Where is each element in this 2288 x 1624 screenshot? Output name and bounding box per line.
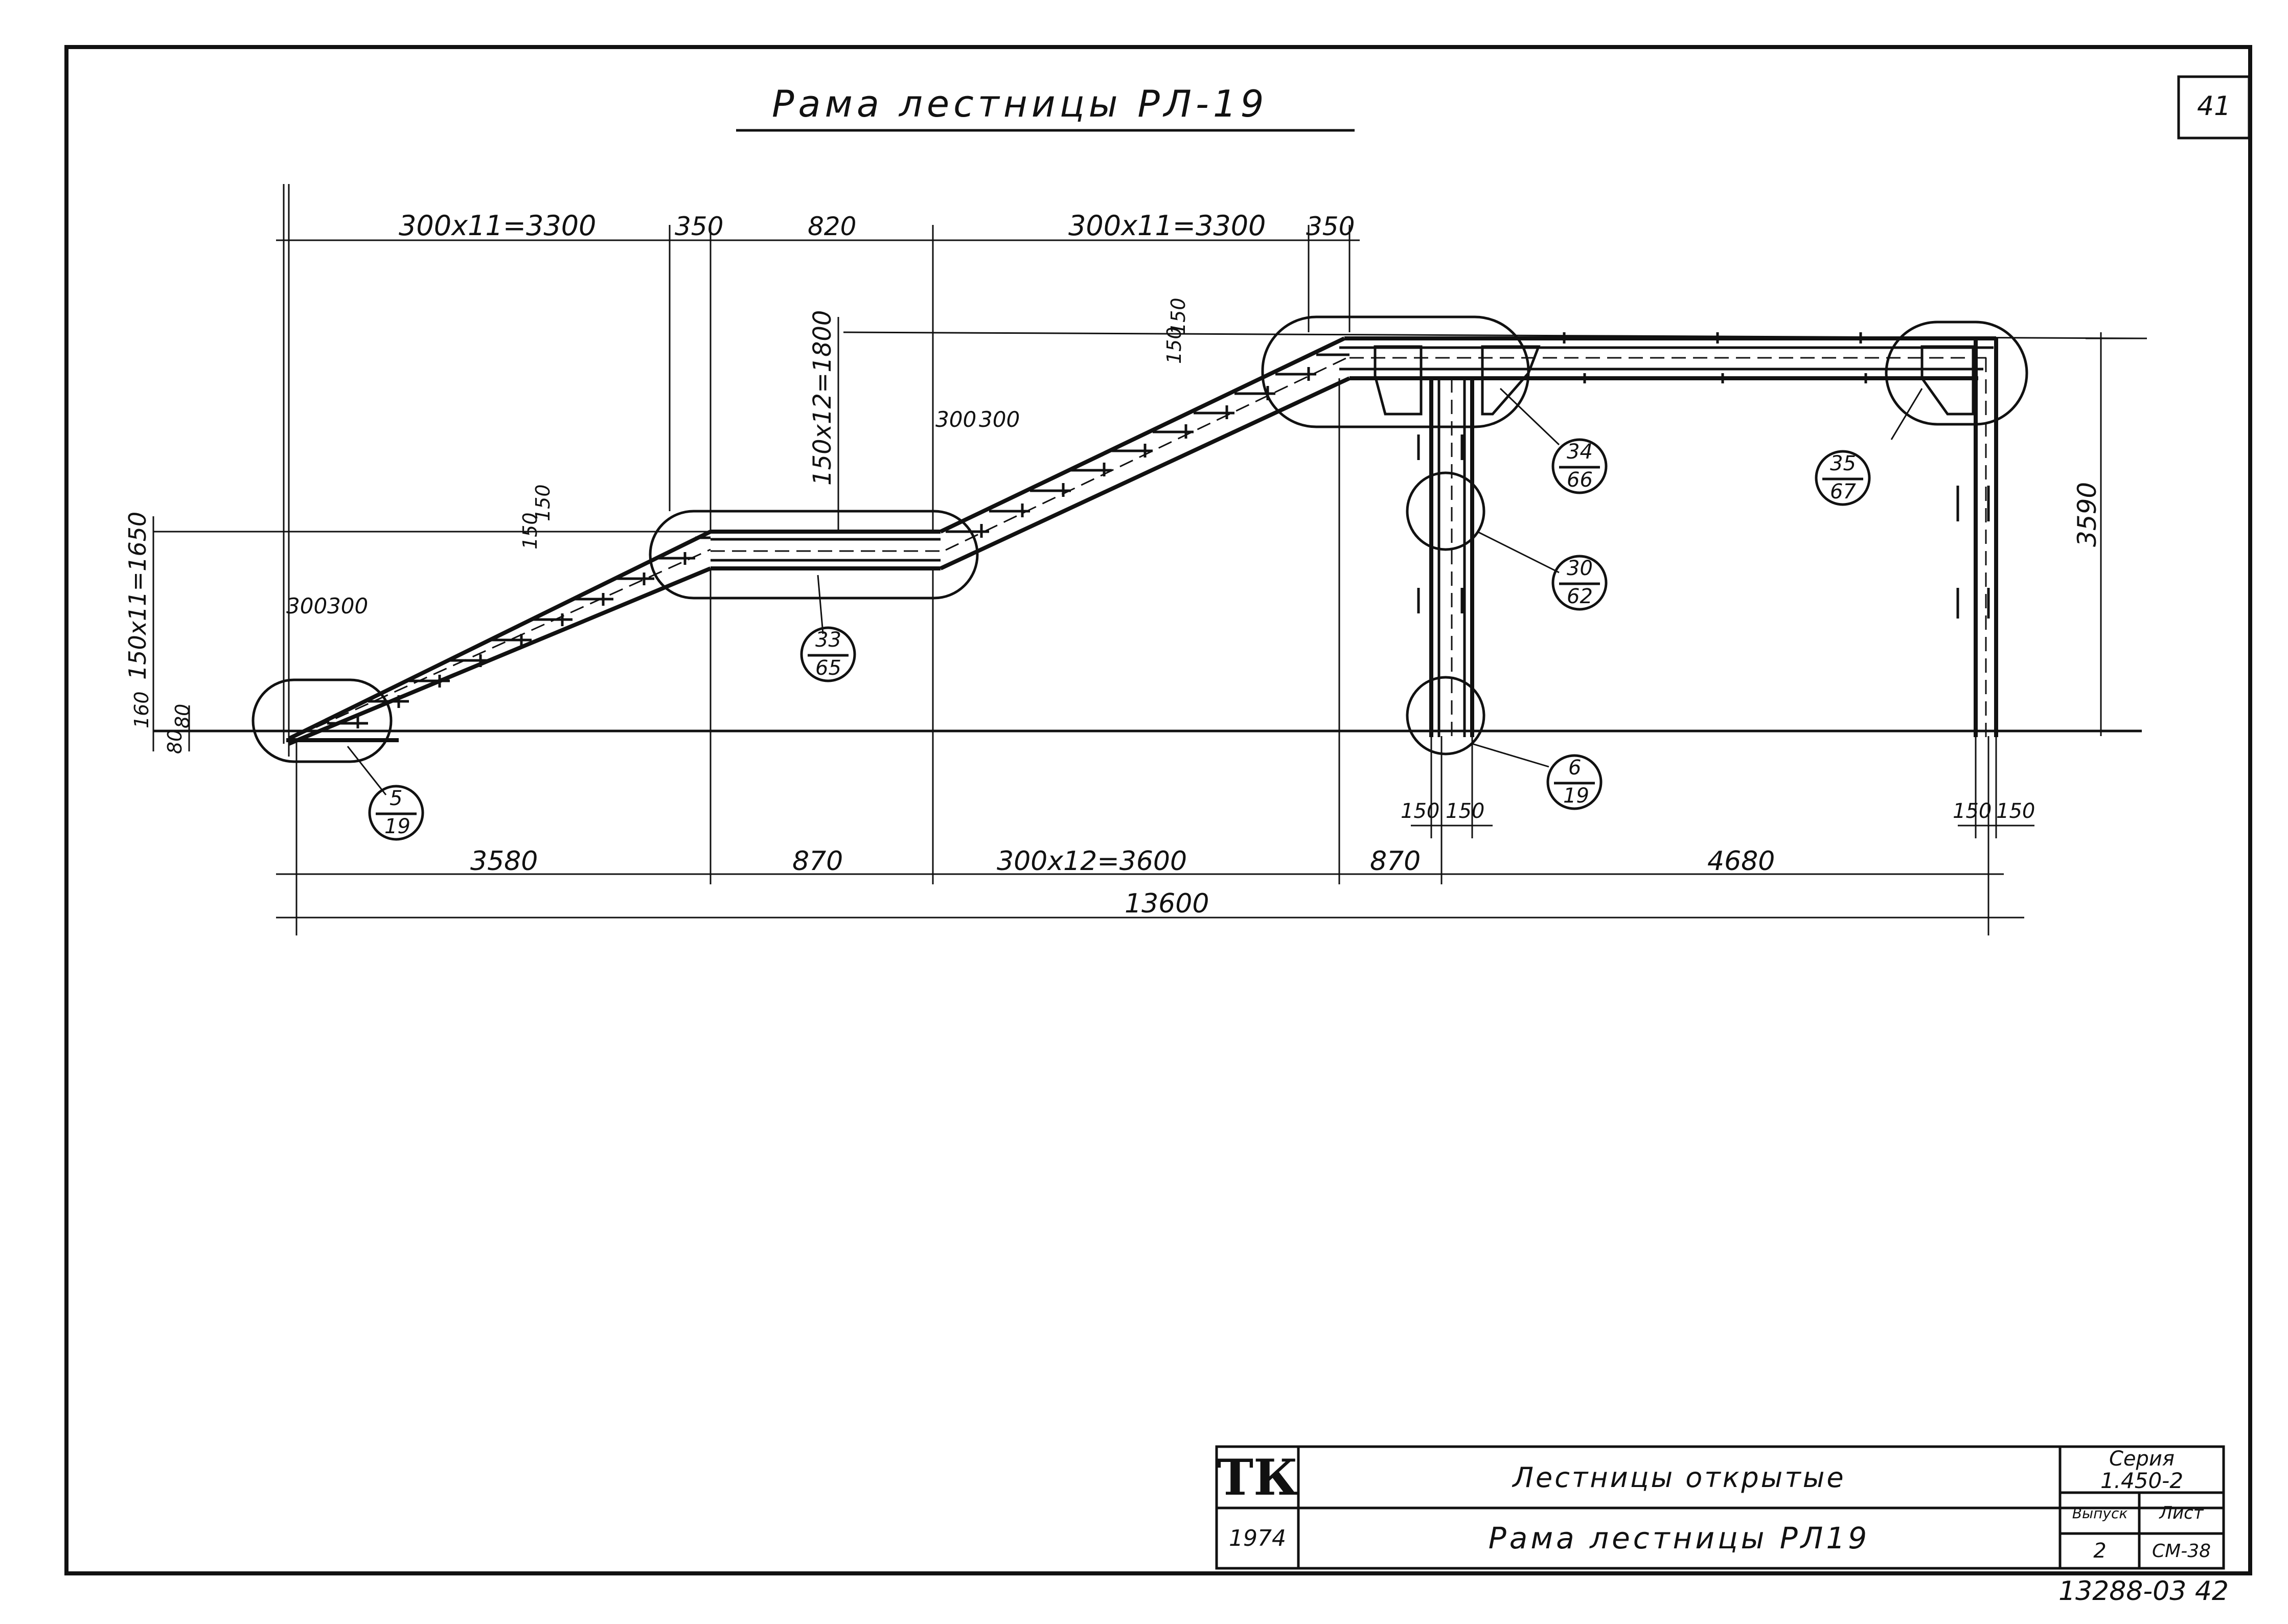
callout-bottom: 62: [1567, 585, 1593, 608]
callout-5-19: 5 19: [368, 785, 424, 841]
dim-bottom-1: 3580: [470, 846, 538, 877]
dim-left-small-2: 80: [171, 704, 194, 728]
left-dimension-lines: [152, 317, 839, 751]
dim-top-2: 350: [675, 212, 723, 241]
dim-step-mid-1: 300: [935, 407, 976, 432]
dim-riser-lower-2: 150: [532, 484, 554, 521]
title-block-series-label: Серия: [2109, 1447, 2175, 1471]
right-dimension-lines: [2086, 332, 2147, 736]
title-block-issue-value: 2: [2093, 1539, 2107, 1563]
callout-bottom: 19: [384, 815, 410, 838]
detail-markers: [251, 315, 2028, 763]
title-block-name-2: Рама лестницы РЛ19: [1488, 1521, 1870, 1556]
callout-30-62: 30 62: [1551, 555, 1608, 611]
callout-top: 34: [1567, 440, 1593, 464]
title-block-series-value: 1.450-2: [2100, 1468, 2184, 1493]
sheet-number-box: [2177, 75, 2251, 140]
top-dimension-lines: [276, 184, 1360, 757]
upper-flight-treads: [946, 353, 1349, 538]
callout-top: 33: [815, 628, 841, 652]
title-block-logo: ТК: [1217, 1448, 1298, 1506]
title-block-issue-label: Выпуск: [2072, 1504, 2128, 1522]
callout-top: 6: [1568, 756, 1581, 780]
dim-riser-upper-2: 150: [1167, 298, 1189, 335]
dim-col2-b: 150: [1996, 799, 2035, 823]
callout-34-66: 34 66: [1551, 438, 1608, 494]
dim-step-mid-2: 300: [979, 407, 1020, 432]
dim-col1-b: 150: [1446, 799, 1484, 823]
title-block-sheet-label: Лист: [2159, 1503, 2204, 1523]
callout-35-67: 35 67: [1815, 450, 1871, 506]
sheet-frame: [64, 45, 2252, 1575]
archive-number: 13288-03 42: [2058, 1576, 2229, 1607]
callout-bottom: 19: [1563, 784, 1589, 808]
lower-flight-treads: [327, 536, 711, 728]
dim-total: 13600: [1125, 888, 1209, 919]
callout-bottom: 66: [1567, 468, 1593, 492]
dim-left-small-1: 160: [130, 691, 153, 728]
dim-height-right: 3590: [2072, 482, 2102, 547]
dim-top-4: 300x11=3300: [1068, 210, 1266, 242]
callout-6-19: 6 19: [1546, 754, 1603, 810]
callout-bottom: 65: [815, 656, 841, 680]
dim-rise-upper: 150x12=1800: [808, 310, 837, 486]
callout-bottom: 67: [1830, 480, 1856, 504]
dim-bottom-5: 4680: [1707, 846, 1775, 877]
callout-33-65: 33 65: [800, 626, 856, 682]
dim-bottom-4: 870: [1370, 846, 1421, 877]
dim-top-3: 820: [808, 212, 856, 241]
title-block-name-1: Лестницы открытые: [1513, 1461, 1846, 1494]
dimension-labels: 300x11=3300 350 820 300x11=3300 350 3580…: [124, 210, 2102, 919]
dim-top-5: 350: [1306, 212, 1355, 241]
sheet-number: 41: [2197, 91, 2231, 122]
dim-bottom-3: 300x12=3600: [997, 846, 1187, 877]
stair-frame: [153, 331, 2147, 746]
title-block-sheet-value: СМ-38: [2152, 1540, 2211, 1562]
dim-left-small-3: 80: [164, 729, 186, 754]
dim-col1-a: 150: [1401, 799, 1439, 823]
dim-step-lower-1: 300: [286, 593, 327, 619]
callout-top: 30: [1567, 557, 1593, 580]
page-title: Рама лестницы РЛ-19: [772, 82, 1268, 125]
dim-top-1: 300x11=3300: [399, 210, 596, 242]
callout-top: 5: [390, 787, 402, 810]
title-block-year: 1974: [1229, 1525, 1286, 1551]
dim-riser-upper-1: 150: [1163, 327, 1185, 364]
dim-rise-lower: 150x11=1650: [124, 512, 151, 680]
dim-col2-a: 150: [1953, 799, 1992, 823]
dim-bottom-2: 870: [792, 846, 843, 877]
leader-lines: [347, 387, 1923, 795]
bottom-dimension-lines: [276, 378, 2034, 935]
callout-top: 35: [1830, 452, 1856, 475]
title-block-lines: [1215, 1445, 2225, 1570]
dim-step-lower-2: 300: [327, 593, 368, 619]
dim-riser-lower-1: 150: [519, 512, 541, 550]
